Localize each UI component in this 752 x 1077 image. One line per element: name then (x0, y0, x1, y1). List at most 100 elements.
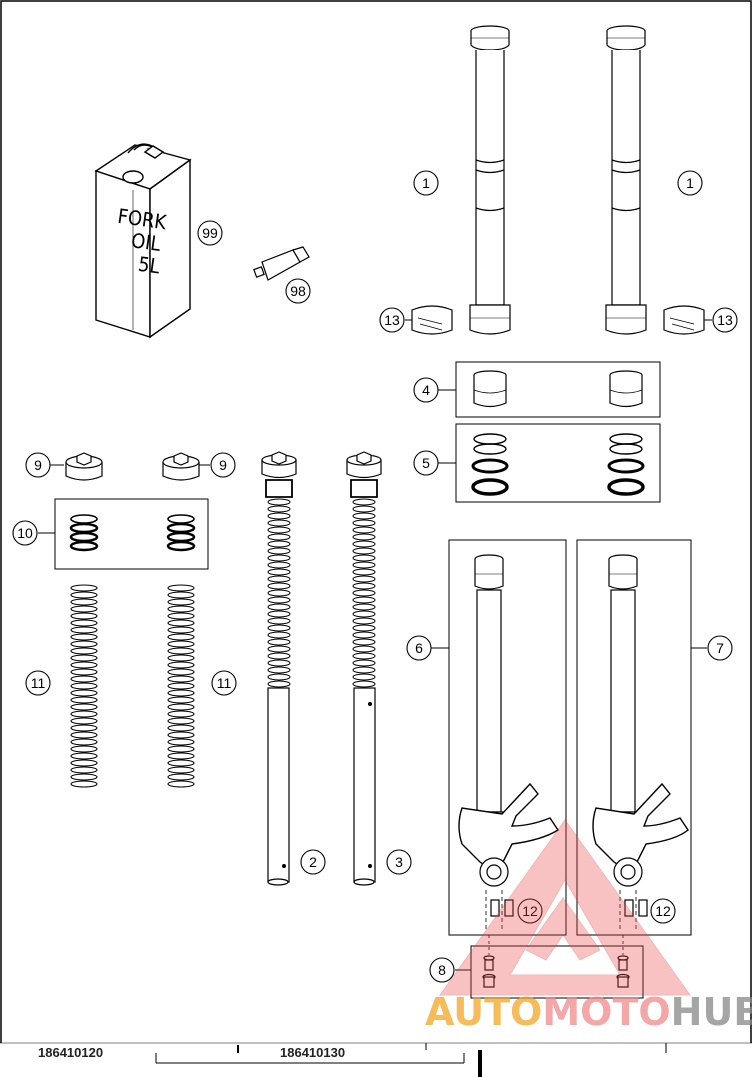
spring-coil (167, 696, 195, 704)
callout-4: 4 (413, 377, 439, 403)
callout-6-label: 6 (415, 640, 423, 656)
spring-coil (70, 584, 98, 592)
seal-box-part-5 (455, 423, 661, 503)
outer-tube-right (605, 25, 647, 335)
inner-tube-part-6 (458, 554, 559, 930)
spring-coil (267, 505, 291, 513)
spring-coil (267, 512, 291, 520)
spring-coil (70, 738, 98, 746)
spring-coil (167, 605, 195, 613)
callout-1-left: 1 (413, 170, 439, 196)
spring-coil (167, 773, 195, 781)
spring-coil (267, 519, 291, 527)
spring-coil (70, 759, 98, 767)
callout-12-right: 12 (650, 898, 676, 924)
callout-9-left: 9 (25, 452, 51, 478)
spring-coil (70, 675, 98, 683)
spring-box-part-10 (54, 498, 209, 570)
callout-99: 99 (197, 220, 223, 246)
spring-coil (267, 575, 291, 583)
callout-2: 2 (300, 849, 326, 875)
grease-tube-part-98 (253, 246, 310, 281)
spring-coil (167, 598, 195, 606)
outer-tube-left (469, 25, 511, 335)
spring-coil (167, 759, 195, 767)
spring-coil (167, 780, 195, 788)
spring-coil (352, 631, 376, 639)
spring-coil (70, 745, 98, 753)
spring-coil (70, 598, 98, 606)
callout-5: 5 (413, 450, 439, 476)
spring-coil (167, 710, 195, 718)
spring-coil (267, 673, 291, 681)
callout-9-right: 9 (210, 452, 236, 478)
spring-coil (70, 640, 98, 648)
spring-coil (70, 710, 98, 718)
spring-coil (70, 612, 98, 620)
spring-coil (267, 680, 291, 688)
spring-coil (70, 717, 98, 725)
spring-coil (352, 505, 376, 513)
spring-coil (352, 603, 376, 611)
spring-coil (352, 554, 376, 562)
spring-coil (352, 561, 376, 569)
callout-11-right: 11 (211, 670, 237, 696)
spring-coil (267, 498, 291, 506)
spring-coil (267, 533, 291, 541)
spring-coil (352, 652, 376, 660)
callout-1-left-label: 1 (422, 175, 430, 191)
spring-coil (267, 638, 291, 646)
can-label-line-3: 5L (137, 252, 162, 279)
spring-coil (267, 561, 291, 569)
callout-13-left: 13 (379, 307, 405, 333)
spring-coil (352, 498, 376, 506)
spring-coil (267, 652, 291, 660)
callout-9-right-label: 9 (219, 457, 227, 473)
spring-coil (267, 582, 291, 590)
fork-spring-part-11-right (167, 584, 195, 788)
callout-12-left: 12 (517, 898, 543, 924)
spring-coil (267, 659, 291, 667)
spring-coil (70, 773, 98, 781)
spring-coil (352, 638, 376, 646)
spring-coil (167, 612, 195, 620)
spring-coil (70, 703, 98, 711)
spring-coil (70, 752, 98, 760)
spring-coil (267, 624, 291, 632)
spring-coil (167, 724, 195, 732)
spring-coil (267, 610, 291, 618)
callout-4-label: 4 (422, 382, 430, 398)
callout-6: 6 (406, 635, 432, 661)
spring-coil (70, 605, 98, 613)
fork-spring-part-11-left (70, 584, 98, 788)
cartridge-part-3 (346, 451, 382, 886)
spring-coil (267, 645, 291, 653)
spring-coil (167, 766, 195, 774)
spring-coil (167, 640, 195, 648)
spring-coil (352, 673, 376, 681)
callout-11-right-label: 11 (217, 675, 232, 691)
spring-coil (70, 661, 98, 669)
spring-coil (267, 526, 291, 534)
callout-7: 7 (707, 635, 733, 661)
spring-coil (70, 633, 98, 641)
spring-coil (267, 589, 291, 597)
spring-coil (267, 617, 291, 625)
spring-coil (352, 589, 376, 597)
callout-11-left: 11 (25, 670, 51, 696)
spring-coil (70, 668, 98, 676)
callout-8: 8 (429, 957, 455, 983)
spring-coil (167, 717, 195, 725)
clip-part-13-left (411, 305, 453, 335)
spring-coil (352, 610, 376, 618)
callout-10-label: 10 (17, 525, 33, 541)
spring-coil (352, 659, 376, 667)
spring-coil (167, 731, 195, 739)
spring-coil (267, 540, 291, 548)
spring-coil (167, 745, 195, 753)
callout-13-left-label: 13 (384, 312, 400, 328)
bushing-part-4-right (609, 370, 643, 408)
bushing-part-4-left (473, 370, 507, 408)
spring-coil (352, 666, 376, 674)
spring-coil (167, 738, 195, 746)
